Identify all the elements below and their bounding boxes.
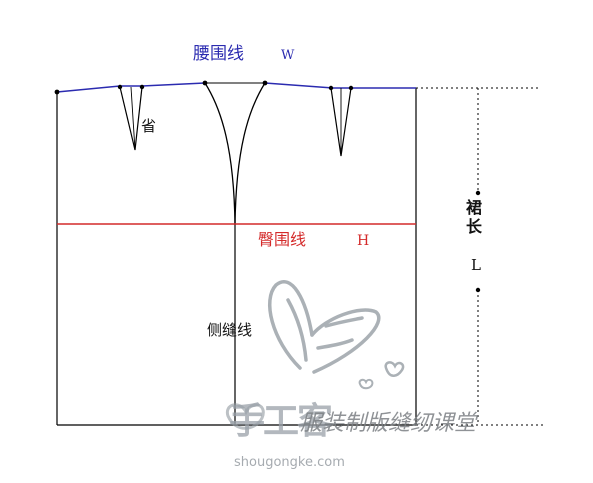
left-dart (119, 86, 143, 151)
watermark-url: shougongke.com (234, 455, 345, 470)
watermark-small-heart-1 (384, 361, 405, 377)
point-dart-left-a (117, 84, 123, 90)
skirt-length-code: L (471, 256, 481, 274)
point-waist-left (54, 89, 60, 95)
side-seam-curve-left (204, 82, 236, 226)
side-seam-curve-right (234, 82, 266, 226)
point-dart-right-a (328, 85, 334, 91)
point-dart-right-b (348, 85, 354, 91)
left-dart-center (130, 86, 136, 151)
waist-line-code: W (281, 48, 295, 63)
hip-line-label: 臀围线 (258, 230, 307, 249)
skirt-length-label-part-1: 裙 (466, 198, 483, 217)
point-side-seam-left (202, 80, 208, 86)
waist-line-label: 腰围线 (193, 44, 244, 64)
watermark-brand: 手工客 (229, 401, 333, 442)
point-dart-left-b (139, 84, 145, 90)
dart-label: 省 (141, 117, 157, 135)
point-length-top (475, 190, 481, 196)
side-seam-label: 侧缝线 (207, 321, 253, 339)
waist-line-right (264, 82, 416, 89)
watermark-small-heart-3 (225, 403, 265, 430)
point-side-seam-right (262, 80, 268, 86)
watermark-small-heart-2 (358, 378, 374, 390)
watermark-heart-logo (268, 280, 381, 374)
point-length-bottom (475, 287, 481, 293)
waist-line (56, 82, 206, 93)
hip-line-code: H (357, 233, 370, 249)
skirt-length-label-part-2: 长 (466, 217, 483, 236)
watermark-tagline: 服装制版缝纫课堂 (300, 411, 477, 436)
